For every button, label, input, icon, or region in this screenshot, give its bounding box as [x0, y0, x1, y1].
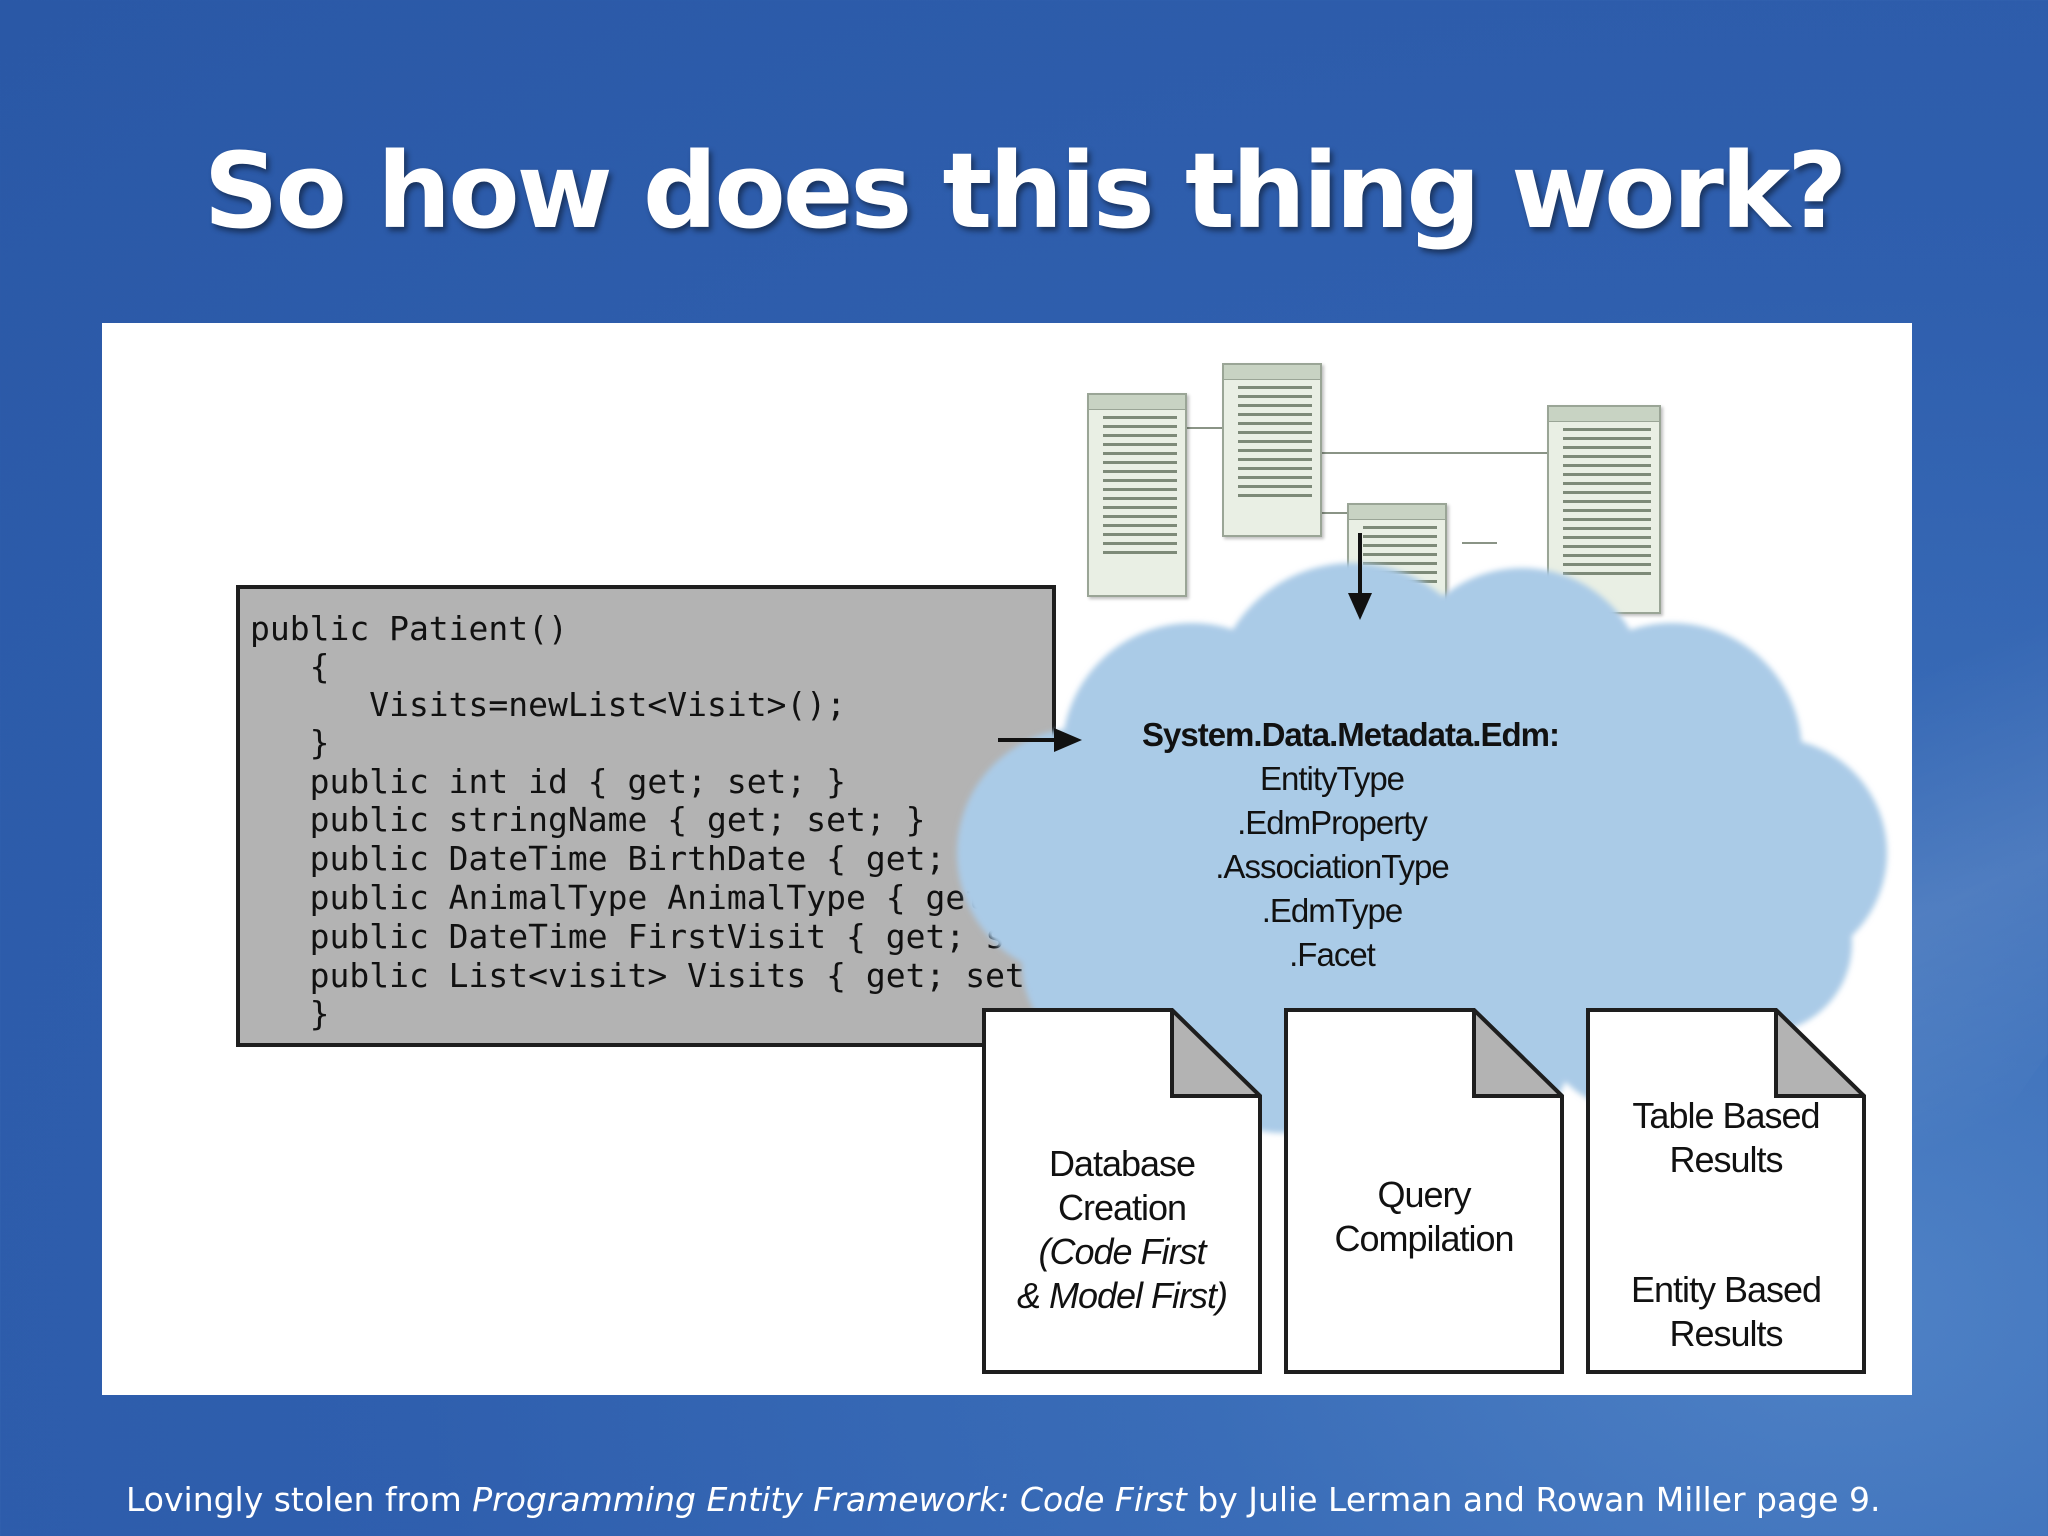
- doc-query-compilation: Query Compilation: [1284, 1008, 1564, 1374]
- slide-title: So how does this thing work?: [203, 130, 1848, 252]
- doc-label-line: Results: [1669, 1313, 1783, 1354]
- doc-label-top: Table Based Results: [1586, 1094, 1866, 1182]
- document-icon: [1586, 1008, 1866, 1374]
- slide-caption: Lovingly stolen from Programming Entity …: [126, 1480, 1880, 1519]
- caption-prefix: Lovingly stolen from: [126, 1480, 473, 1519]
- schema-table-1: [1087, 393, 1187, 597]
- doc-results: Table Based Results Entity Based Results: [1586, 1008, 1866, 1374]
- doc-label-bottom: Entity Based Results: [1586, 1268, 1866, 1356]
- cloud-item: EntityType: [1259, 760, 1405, 797]
- doc-label-line: Compilation: [1334, 1218, 1514, 1259]
- cloud-item: .EdmType: [1261, 892, 1404, 929]
- doc-label-line: (Code First: [1038, 1231, 1206, 1272]
- cloud-heading: System.Data.Metadata.Edm:: [1142, 716, 1560, 753]
- doc-label: Database Creation (Code First & Model Fi…: [982, 1142, 1262, 1318]
- doc-label-line: Database: [1048, 1143, 1196, 1184]
- document-icon: [1284, 1008, 1564, 1374]
- doc-label-line: Results: [1669, 1139, 1783, 1180]
- cloud-text-block: System.Data.Metadata.Edm: EntityType .Ed…: [1142, 713, 1560, 977]
- cloud-item: .EdmProperty: [1237, 804, 1428, 841]
- doc-label: Query Compilation: [1284, 1173, 1564, 1261]
- code-line: {: [250, 647, 330, 686]
- code-line: public Patient(): [250, 609, 568, 648]
- cloud-item: .AssociationType: [1215, 848, 1449, 885]
- diagram-figure: public Patient() { Visits=newList<Visit>…: [102, 323, 1912, 1395]
- caption-book-title: Programming Entity Framework: Code First: [472, 1480, 1187, 1519]
- doc-label-line: & Model First): [1016, 1275, 1228, 1316]
- cloud-item: .Facet: [1289, 936, 1376, 973]
- schema-table-2: [1222, 363, 1322, 537]
- code-box: public Patient() { Visits=newList<Visit>…: [236, 585, 1144, 1047]
- doc-label-line: Entity Based: [1630, 1269, 1822, 1310]
- document-icon: [982, 1008, 1262, 1374]
- caption-suffix: by Julie Lerman and Rowan Miller page 9.: [1186, 1480, 1881, 1519]
- code-line: public List<visit> Visits { get; set; }: [250, 956, 1085, 995]
- doc-label-line: Creation: [1057, 1187, 1187, 1228]
- code-line: Visits=newList<Visit>();: [250, 685, 847, 724]
- code-line: }: [250, 723, 330, 762]
- doc-label-line: Query: [1377, 1174, 1471, 1215]
- doc-database-creation: Database Creation (Code First & Model Fi…: [982, 1008, 1262, 1374]
- doc-label-line: Table Based: [1632, 1095, 1820, 1136]
- code-line: }: [250, 994, 330, 1033]
- code-line: public stringName { get; set; }: [250, 800, 926, 839]
- code-line: public int id { get; set; }: [250, 762, 847, 801]
